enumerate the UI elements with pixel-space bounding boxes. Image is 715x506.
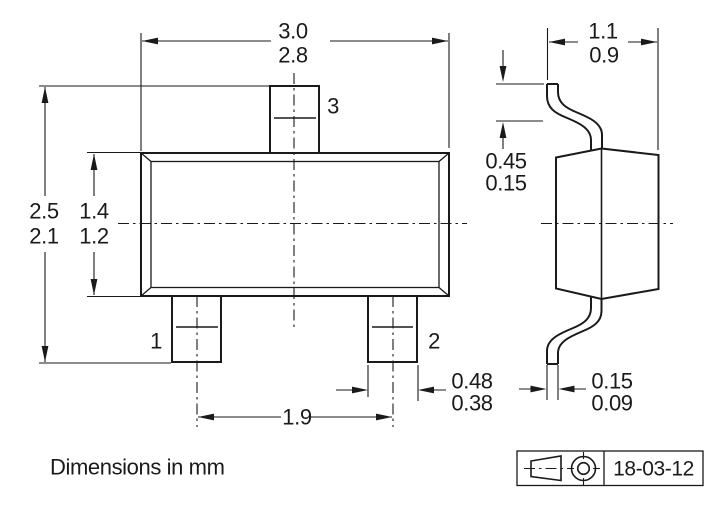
arrowhead-up [41, 87, 49, 103]
dim-value-min: 2.1 [29, 224, 59, 249]
dim-value: 1.9 [282, 405, 312, 430]
first-angle-projection-icon [524, 455, 568, 482]
top-view: 3 1 2 [118, 73, 467, 427]
target-crosshair-ticks [567, 452, 600, 485]
title-block-date: 18-03-12 [613, 458, 694, 481]
bottom-lead-outer-edge [557, 299, 603, 364]
title-block-border [516, 450, 704, 487]
extension-lines [140, 33, 450, 151]
arrowhead-left [142, 37, 158, 45]
dim-value-min: 0.9 [589, 43, 619, 68]
side-view [541, 83, 673, 365]
top-lead-outer-edge [546, 84, 592, 151]
pin3-label: 3 [327, 94, 339, 119]
dim-total-height: 2.5 2.1 [29, 85, 270, 364]
arrowhead-left [418, 386, 434, 394]
dim-total-thickness: 1.1 0.9 [546, 19, 659, 150]
pin2-label: 2 [428, 329, 440, 354]
dim-value-min: 0.15 [485, 171, 526, 196]
arrowhead-left [198, 413, 214, 421]
dim-value-max: 1.1 [588, 19, 618, 44]
dim-body-height: 1.4 1.2 [79, 151, 140, 298]
dim-value-min: 0.38 [451, 391, 492, 416]
title-block: 18-03-12 [516, 450, 704, 487]
arrowhead-down [90, 279, 98, 295]
dim-total-width: 3.0 2.8 [140, 19, 450, 151]
arrowhead-right [641, 38, 657, 46]
dim-value-max: 1.4 [79, 199, 109, 224]
extension-lines [546, 28, 659, 150]
dim-value-max: 3.0 [278, 19, 308, 44]
dim-value-max: 0.48 [451, 369, 492, 394]
dim-pin-pitch: 1.9 [198, 405, 392, 430]
body-corner-bevels [140, 152, 450, 297]
arrowhead-right [530, 385, 547, 393]
arrowhead-down [499, 66, 507, 82]
dim-pin-width: 0.48 0.38 [336, 365, 493, 416]
target-icon [567, 452, 600, 485]
arrowhead-left [549, 38, 565, 46]
target-inner-circle [576, 461, 591, 476]
dim-lead-thickness: 0.15 0.09 [519, 365, 633, 416]
dim-value-max: 2.5 [29, 199, 59, 224]
arrowhead-left [558, 385, 575, 393]
arrowhead-right [376, 413, 392, 421]
extension-lines [546, 365, 559, 400]
dim-value-min: 0.09 [591, 391, 632, 416]
footer: Dimensions in mm 18-03-12 [50, 450, 704, 487]
pin3-outline [269, 85, 320, 153]
units-note: Dimensions in mm [50, 455, 225, 480]
body-inner-edge [150, 160, 440, 289]
arrowhead-up [90, 154, 98, 170]
arrowhead-right [352, 386, 368, 394]
body-outline [140, 152, 450, 297]
extension-lines [87, 151, 140, 298]
target-outer-circle [570, 455, 597, 482]
reference-lines [496, 83, 544, 122]
arrowhead-right [432, 37, 448, 45]
arrowhead-up [499, 122, 507, 138]
pin1-label: 1 [150, 329, 162, 354]
dim-standoff: 0.45 0.15 [485, 50, 544, 196]
extension-lines [367, 365, 419, 401]
cone-outline [530, 455, 562, 482]
dim-value-max: 0.45 [485, 149, 526, 174]
bottom-lead-inner-edge [546, 296, 592, 364]
dim-value-min: 1.2 [79, 224, 109, 249]
dim-value-max: 0.15 [591, 369, 632, 394]
extension-lines [39, 85, 270, 364]
top-lead-inner-edge [557, 84, 603, 149]
dim-value-min: 2.8 [278, 43, 308, 68]
arrowhead-down [41, 346, 49, 362]
